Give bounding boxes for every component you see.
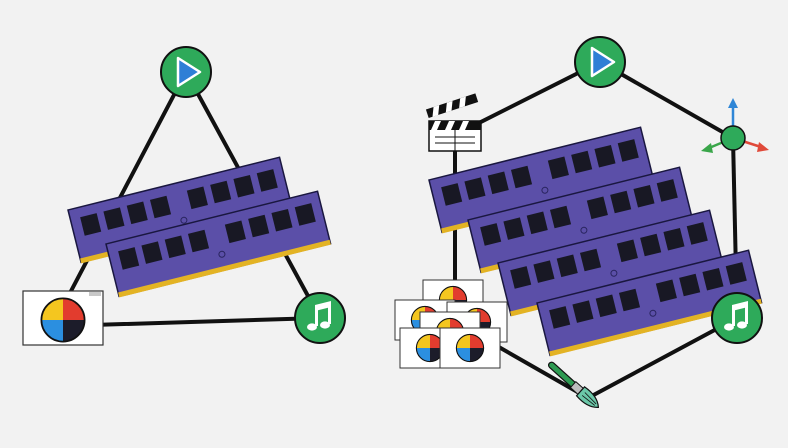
play-icon <box>590 46 616 78</box>
right-audio-node <box>711 292 763 344</box>
paintbrush-icon <box>547 361 600 408</box>
right-paint-node <box>547 361 600 408</box>
music-note-icon <box>724 301 748 331</box>
clapperboard-icon <box>425 93 482 152</box>
right-3d-node <box>701 98 769 153</box>
play-icon <box>176 56 202 88</box>
3d-axes-icon <box>720 125 746 151</box>
left-audio-node <box>294 292 346 344</box>
right-video-node <box>574 36 626 88</box>
music-note-icon <box>307 301 331 331</box>
right-film-node <box>425 93 482 152</box>
color-wheel-image-icon <box>40 297 86 343</box>
left-image-node <box>22 290 104 346</box>
right-images-node <box>395 280 507 368</box>
left-diagram <box>22 46 346 346</box>
left-video-node <box>160 46 212 98</box>
right-diagram <box>395 36 769 408</box>
image-stack-icon <box>440 328 500 368</box>
